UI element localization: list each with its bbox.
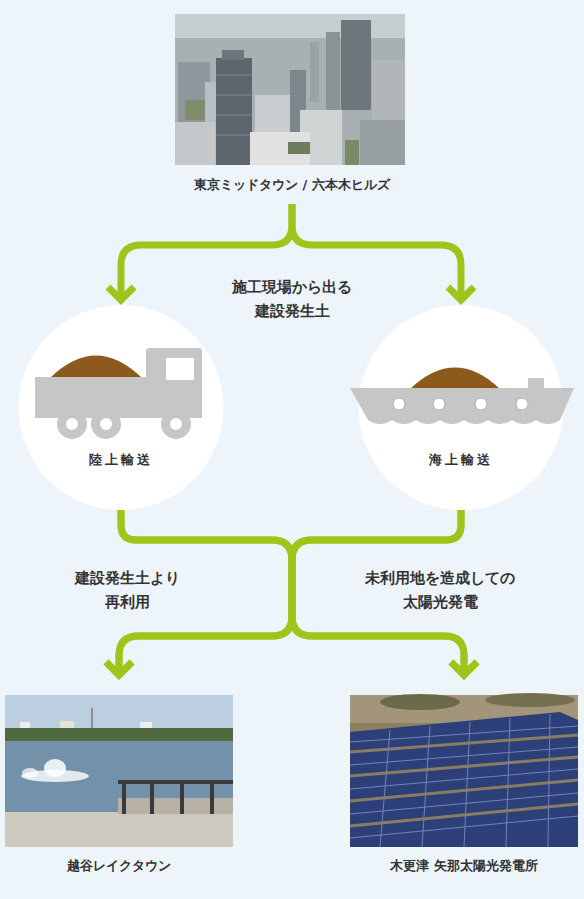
photo-node: 越谷レイクタウン [5, 680, 233, 876]
flow-arrow [292, 204, 474, 300]
arrow-head [451, 662, 477, 675]
flow-arrow [108, 204, 292, 300]
photo-node: 木更津 矢那太陽光発電所 [350, 680, 578, 876]
flow-arrow [106, 510, 292, 675]
flow-line [119, 510, 461, 675]
transport-label: 陸上輸送 [17, 450, 225, 470]
transport-circle: 海上輸送 [357, 305, 565, 510]
flow-arrow [292, 510, 477, 675]
transport-label: 海上輸送 [357, 450, 565, 470]
city-photo [175, 14, 405, 165]
flow-arrow [121, 510, 477, 675]
arrow-head [451, 662, 477, 675]
flow-label: 未利用地を造成しての 太陽光発電 [350, 566, 530, 614]
solar-photo [350, 693, 578, 847]
flow-label: 施工現場から出る 建設発生土 [217, 275, 367, 323]
circle-outline [357, 305, 565, 510]
transport-circle: 陸上輸送 [17, 305, 225, 510]
arrow-head [448, 287, 474, 300]
photo-caption: 東京ミッドタウン / 六本木ヒルズ [170, 175, 414, 195]
circle-outline [17, 305, 225, 510]
flow-line [292, 510, 464, 675]
arrow-head [108, 287, 134, 300]
flow-line [119, 510, 292, 675]
flow-line [292, 204, 461, 300]
flow-line [121, 510, 464, 675]
lake-photo [5, 695, 233, 847]
circle-shape [19, 305, 224, 510]
flow-line [121, 204, 292, 300]
arrow-head [106, 662, 132, 675]
photo-caption: 木更津 矢那太陽光発電所 [350, 856, 578, 876]
circle-shape [359, 305, 564, 510]
flow-label: 建設発生土より 再利用 [62, 566, 192, 614]
flow-arrow [106, 510, 461, 675]
photo-node: 東京ミッドタウン / 六本木ヒルズ [170, 12, 414, 204]
arrow-head [106, 662, 132, 675]
photo-caption: 越谷レイクタウン [5, 856, 233, 876]
